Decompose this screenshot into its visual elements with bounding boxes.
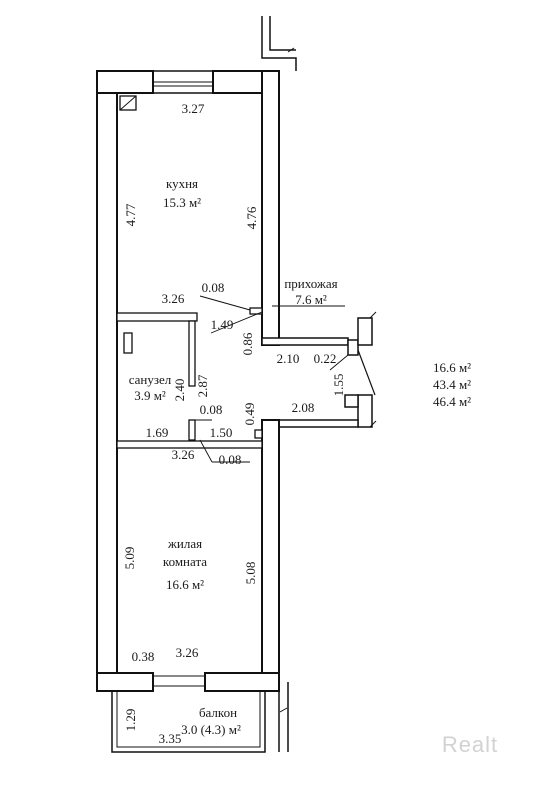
balcony-area: 3.0 (4.3) м² bbox=[181, 722, 241, 737]
total-with-balcony: 46.4 м² bbox=[433, 394, 471, 409]
kitchen-vent bbox=[119, 95, 137, 111]
wall-hall-top bbox=[261, 337, 349, 346]
dim-kitchen-bottom: 3.26 bbox=[162, 291, 185, 306]
kitchen-window bbox=[152, 70, 214, 94]
entrance-door bbox=[357, 349, 376, 396]
balcony-outline bbox=[111, 691, 266, 753]
living-name-line2: комната bbox=[163, 554, 207, 569]
bathroom-name: санузел bbox=[129, 372, 172, 387]
wall-bottom-left bbox=[96, 672, 154, 692]
wall-bottom-right bbox=[204, 672, 280, 692]
room-labels: кухня 15.3 м² прихожая 7.6 м² санузел 3.… bbox=[129, 176, 338, 737]
dim-wall-top: 0.08 bbox=[202, 280, 225, 295]
balcony-name: балкон bbox=[199, 705, 237, 720]
partition-bath-right bbox=[188, 320, 196, 387]
wall-left bbox=[96, 70, 118, 683]
dim-hall-passage: 1.49 bbox=[211, 317, 234, 332]
total-general: 43.4 м² bbox=[433, 377, 471, 392]
living-area: 16.6 м² bbox=[166, 577, 204, 592]
living-name-line1: жилая bbox=[167, 536, 202, 551]
dim-kitchen-right: 4.76 bbox=[244, 206, 259, 229]
dim-sill: 0.38 bbox=[132, 649, 155, 664]
dim-living-bottom: 3.26 bbox=[176, 645, 199, 660]
kitchen-area: 15.3 м² bbox=[163, 195, 201, 210]
dim-living-left: 5.09 bbox=[122, 547, 137, 570]
dim-balcony-width: 3.35 bbox=[159, 731, 182, 746]
dim-bath-door: 1.50 bbox=[210, 425, 233, 440]
neighbour-wall-top bbox=[261, 16, 297, 71]
area-totals: 16.6 м² 43.4 м² 46.4 м² bbox=[433, 360, 471, 409]
wall-right-kitchen bbox=[261, 70, 280, 346]
partition-kitchen-bath bbox=[116, 312, 198, 322]
dim-balcony-depth: 1.29 bbox=[123, 709, 138, 732]
dim-kitchen-left: 4.77 bbox=[123, 203, 138, 226]
walls bbox=[96, 16, 377, 753]
total-living: 16.6 м² bbox=[433, 360, 471, 375]
dim-kitchen-top: 3.27 bbox=[182, 101, 205, 116]
balcony-door bbox=[153, 675, 205, 687]
watermark-logo: Realt bbox=[442, 732, 498, 757]
dim-hall-top: 2.10 bbox=[277, 351, 300, 366]
dim-door-b: 0.49 bbox=[242, 403, 257, 426]
dim-bath-width: 1.69 bbox=[146, 425, 169, 440]
kitchen-name: кухня bbox=[166, 176, 198, 191]
dim-bath-height: 2.40 bbox=[172, 379, 187, 402]
partitions bbox=[116, 95, 349, 463]
dim-hall-bottom: 2.08 bbox=[292, 400, 315, 415]
dim-hall-jog: 0.22 bbox=[314, 351, 337, 366]
dim-living-wall: 0.08 bbox=[219, 452, 242, 467]
partition-bath-living bbox=[116, 440, 263, 449]
bathroom-area: 3.9 м² bbox=[134, 388, 166, 403]
hallway-name: прихожая bbox=[284, 276, 337, 291]
dim-bath-inner: 2.87 bbox=[195, 374, 210, 397]
hallway-area: 7.6 м² bbox=[295, 292, 327, 307]
dim-bath-wall: 0.08 bbox=[200, 402, 223, 417]
dim-living-right: 5.08 bbox=[243, 562, 258, 585]
wall-right-living bbox=[261, 419, 280, 683]
wall-top-left bbox=[96, 70, 154, 94]
dim-hall-side: 1.55 bbox=[331, 374, 346, 397]
dim-door-a: 0.86 bbox=[240, 332, 255, 355]
dim-living-top: 3.26 bbox=[172, 447, 195, 462]
dimensions: 3.27 4.77 4.76 0.08 3.26 1.49 0.86 2.10 … bbox=[122, 101, 346, 746]
